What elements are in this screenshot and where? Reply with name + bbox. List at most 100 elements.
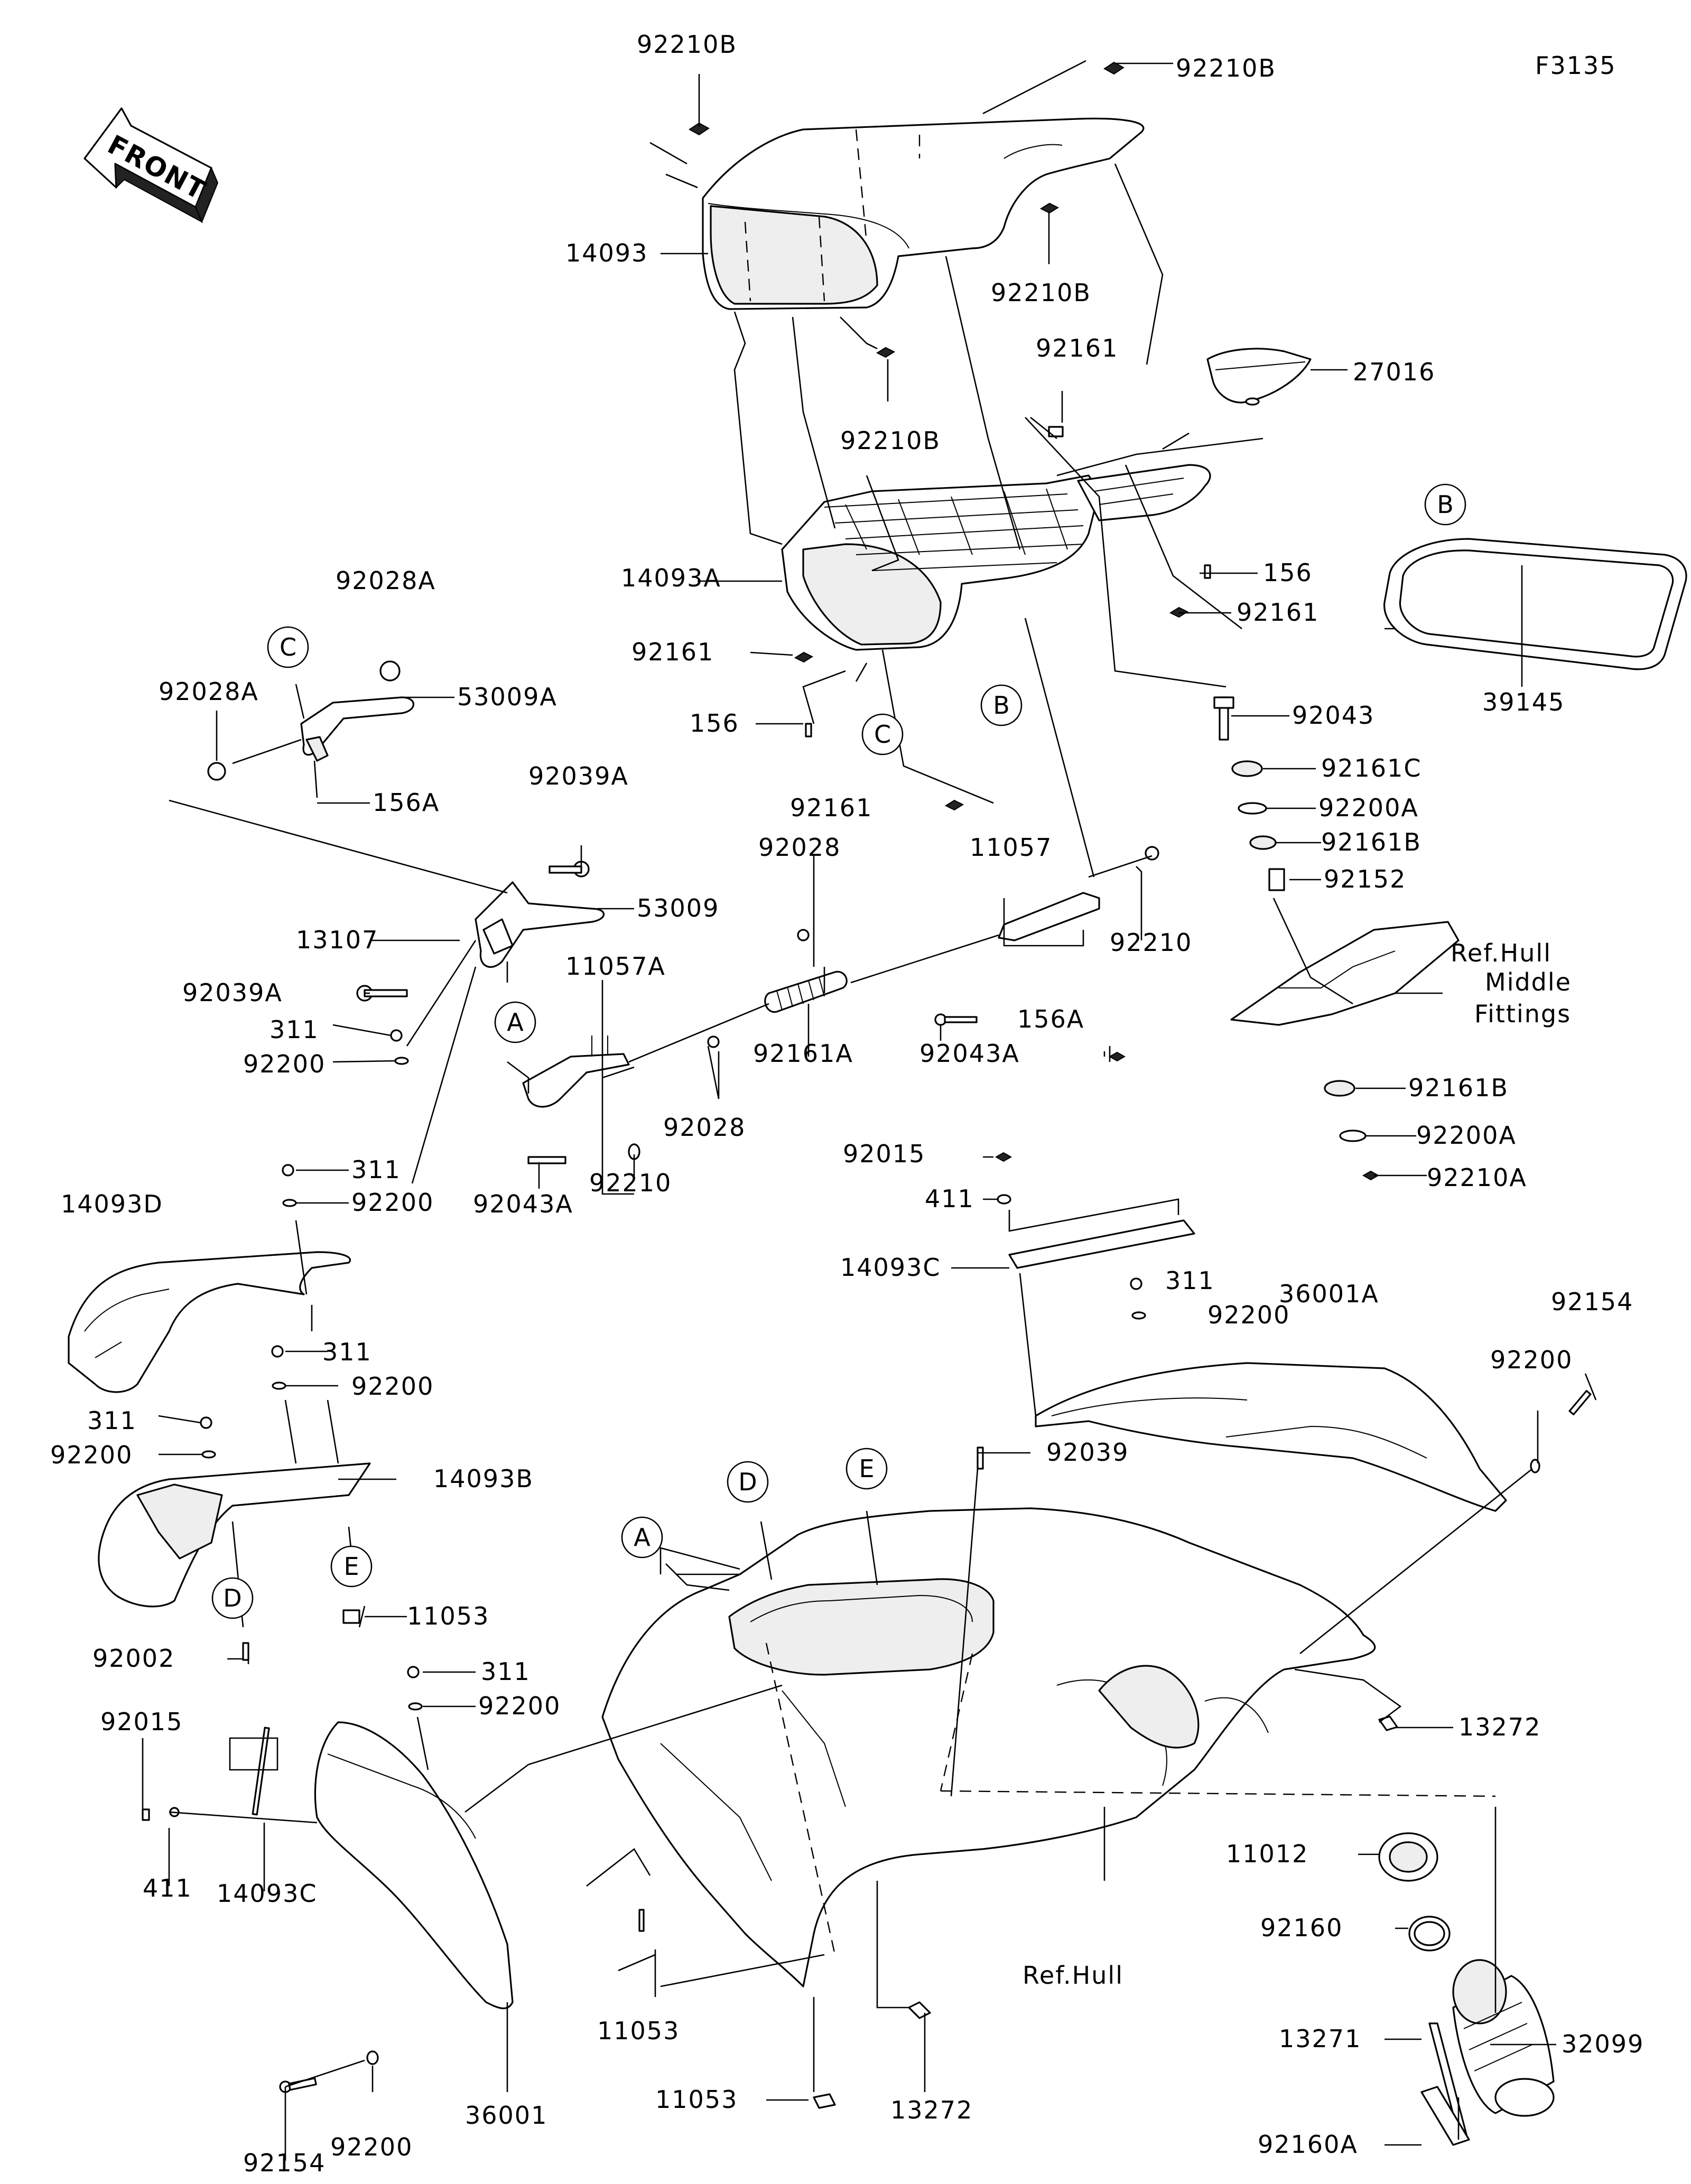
label-92160A: 92160A <box>1258 2130 1358 2159</box>
callout-B-top: B <box>1424 483 1466 526</box>
label-14093C: 14093C <box>217 1879 317 1908</box>
label-92043A: 92043A <box>919 1039 1020 1068</box>
label-92028A: 92028A <box>159 677 259 706</box>
label-13271: 13271 <box>1279 2024 1361 2053</box>
label-11057A: 11057A <box>565 952 666 981</box>
callout-A-hull: A <box>621 1516 663 1558</box>
label-311: 311 <box>322 1338 372 1366</box>
callout-D-hull: D <box>727 1461 769 1503</box>
label-92161B: 92161B <box>1408 1074 1509 1102</box>
bracket-53009 <box>475 881 605 968</box>
label-92154: 92154 <box>1551 1287 1633 1316</box>
label-92161A: 92161A <box>753 1039 853 1068</box>
label-11053: 11053 <box>407 1602 489 1630</box>
label-32099: 32099 <box>1562 2030 1644 2058</box>
label-92161: 92161 <box>631 638 714 666</box>
label-92200: 92200 <box>243 1050 326 1078</box>
label-92210B: 92210B <box>840 426 941 455</box>
svg-text:C: C <box>874 720 891 749</box>
label-92028A: 92028A <box>336 566 436 595</box>
panel-36001 <box>314 1721 514 2010</box>
label-92028: 92028 <box>663 1113 746 1142</box>
callout-D-left: D <box>211 1577 254 1619</box>
label-ref-hull: Ref.Hull <box>1023 1961 1123 1990</box>
label-92161C: 92161C <box>1321 754 1421 782</box>
callouts: B C C B A D E A E D <box>211 483 1466 1619</box>
latch-11057 <box>998 892 1100 941</box>
label-ref-hull-middle-3: Fittings <box>1474 1000 1571 1028</box>
label-92210: 92210 <box>1110 928 1192 957</box>
label-311: 311 <box>270 1015 319 1044</box>
label-92015: 92015 <box>100 1707 183 1736</box>
label-92160: 92160 <box>1260 1914 1343 1942</box>
latch-11057A <box>522 1035 630 1108</box>
label-311: 311 <box>1165 1266 1215 1295</box>
label-92043: 92043 <box>1292 701 1374 730</box>
label-13107: 13107 <box>296 926 378 954</box>
callout-A-mid: A <box>494 1001 536 1043</box>
label-156A: 156A <box>373 788 440 817</box>
panel-36001A <box>1035 1362 1507 1512</box>
label-92015: 92015 <box>843 1140 925 1168</box>
label-92152: 92152 <box>1324 865 1406 893</box>
callout-E-left: E <box>330 1545 373 1588</box>
label-92039A: 92039A <box>528 762 629 790</box>
label-14093D: 14093D <box>61 1190 163 1218</box>
svg-text:A: A <box>634 1523 651 1552</box>
label-36001A: 36001A <box>1279 1280 1379 1308</box>
label-156A: 156A <box>1017 1005 1084 1033</box>
label-92210B: 92210B <box>637 30 737 59</box>
svg-text:B: B <box>1437 490 1454 519</box>
label-92200: 92200 <box>330 2133 413 2161</box>
callout-B-mid: B <box>980 684 1023 726</box>
front-arrow: FRONT <box>83 107 219 223</box>
bracket-53009A <box>207 660 415 781</box>
label-92161: 92161 <box>1036 334 1118 362</box>
label-156: 156 <box>1263 558 1313 587</box>
leader-lines <box>142 60 1597 2161</box>
label-311: 311 <box>87 1406 137 1435</box>
label-311: 311 <box>351 1155 401 1184</box>
callout-C-mid: C <box>861 713 904 755</box>
label-ref-hull-middle-2: Middle <box>1485 968 1572 996</box>
label-92002: 92002 <box>92 1644 175 1673</box>
label-53009: 53009 <box>637 894 719 922</box>
label-92161: 92161 <box>1237 598 1319 627</box>
label-39145: 39145 <box>1482 688 1565 716</box>
label-14093B: 14093B <box>433 1464 534 1493</box>
label-92039: 92039 <box>1046 1438 1129 1467</box>
svg-text:D: D <box>738 1468 757 1496</box>
cover-27016 <box>1206 348 1312 406</box>
label-411: 411 <box>143 1874 192 1902</box>
label-53009A: 53009A <box>457 683 558 711</box>
callout-E-hull: E <box>846 1448 888 1490</box>
label-92200: 92200 <box>351 1372 434 1401</box>
label-156: 156 <box>690 709 739 738</box>
gasket-39145 <box>1383 538 1687 670</box>
label-311: 311 <box>481 1657 531 1686</box>
svg-text:D: D <box>223 1584 241 1612</box>
label-14093A: 14093A <box>621 564 721 592</box>
svg-text:A: A <box>507 1008 524 1037</box>
label-92039A: 92039A <box>182 978 283 1007</box>
label-92154: 92154 <box>243 2149 326 2177</box>
label-11057: 11057 <box>970 833 1052 862</box>
svg-text:E: E <box>343 1552 359 1581</box>
label-14093C: 14093C <box>840 1253 941 1282</box>
bar-14093C <box>1008 1219 1195 1269</box>
svg-text:E: E <box>859 1454 874 1483</box>
hull-middle-fittings <box>1230 921 1460 1026</box>
label-92200: 92200 <box>50 1441 133 1469</box>
panel-14093B <box>98 1462 371 1608</box>
label-92161: 92161 <box>790 794 872 822</box>
label-92200: 92200 <box>478 1692 561 1720</box>
label-92200: 92200 <box>351 1188 434 1217</box>
label-92200A: 92200A <box>1416 1121 1517 1150</box>
label-92043A: 92043A <box>473 1190 573 1218</box>
label-13272: 13272 <box>1458 1713 1541 1741</box>
spring-92161A <box>764 970 848 1013</box>
fastener-glyphs <box>142 61 1592 2109</box>
label-92200A: 92200A <box>1318 794 1419 822</box>
